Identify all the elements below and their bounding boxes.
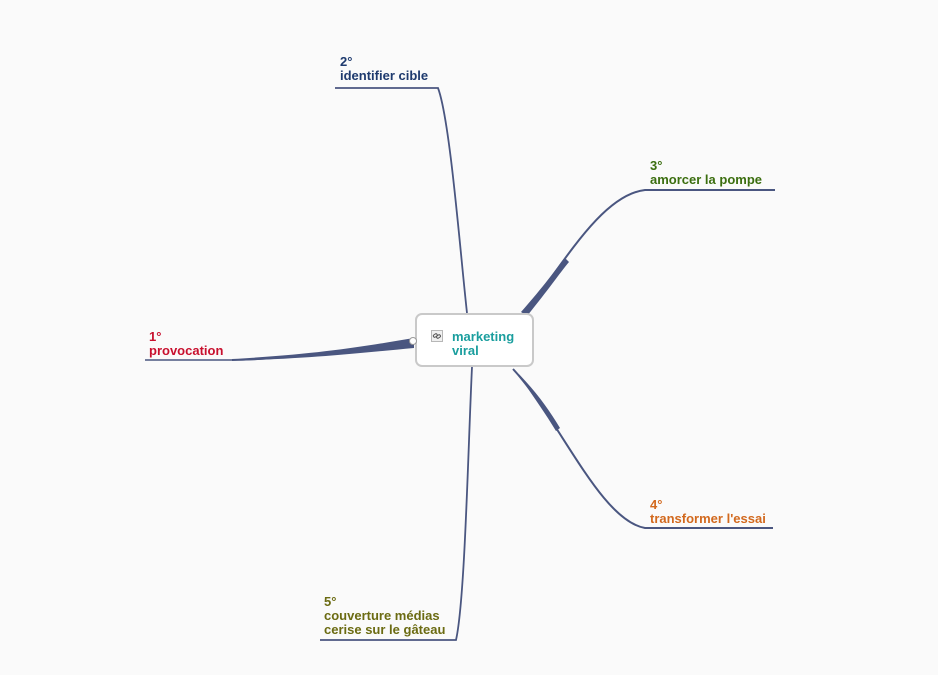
- branch-amorcer-la-pompe[interactable]: 3° amorcer la pompe: [650, 159, 762, 187]
- branch-couverture-medias[interactable]: 5° couverture médias cerise sur le gâtea…: [324, 595, 445, 637]
- branch-number: 3°: [650, 158, 663, 173]
- branch-number: 1°: [149, 329, 162, 344]
- collapse-handle-icon[interactable]: [409, 337, 417, 345]
- connector-transformer-taper: [512, 367, 560, 431]
- connector-amorcer-la-pompe: [523, 189, 775, 315]
- branch-provocation[interactable]: 1° provocation: [149, 330, 223, 358]
- link-icon[interactable]: [431, 330, 443, 342]
- connector-amorcer-taper: [521, 258, 569, 316]
- connector-identifier-cible: [335, 87, 468, 314]
- branch-transformer-essai[interactable]: 4° transformer l'essai: [650, 498, 766, 526]
- branch-label: amorcer la pompe: [650, 172, 762, 187]
- branch-number: 5°: [324, 594, 337, 609]
- branch-number: 2°: [340, 54, 353, 69]
- central-topic-line2: viral: [452, 343, 479, 358]
- central-topic-node[interactable]: marketing viral: [415, 313, 534, 367]
- central-topic-title: marketing viral: [452, 330, 514, 358]
- branch-label: identifier cible: [340, 68, 429, 83]
- connector-couverture-medias: [320, 366, 473, 641]
- branch-number: 4°: [650, 497, 663, 512]
- branch-identifier-cible[interactable]: 2° identifier cible: [340, 55, 428, 83]
- branch-label: provocation: [149, 343, 224, 358]
- central-topic-line1: marketing: [452, 329, 515, 344]
- branch-label: transformer l'essai: [650, 511, 766, 526]
- connector-provocation-taper: [232, 338, 414, 361]
- branch-label: couverture médias: [324, 608, 440, 623]
- branch-label-secondary: cerise sur le gâteau: [324, 622, 446, 637]
